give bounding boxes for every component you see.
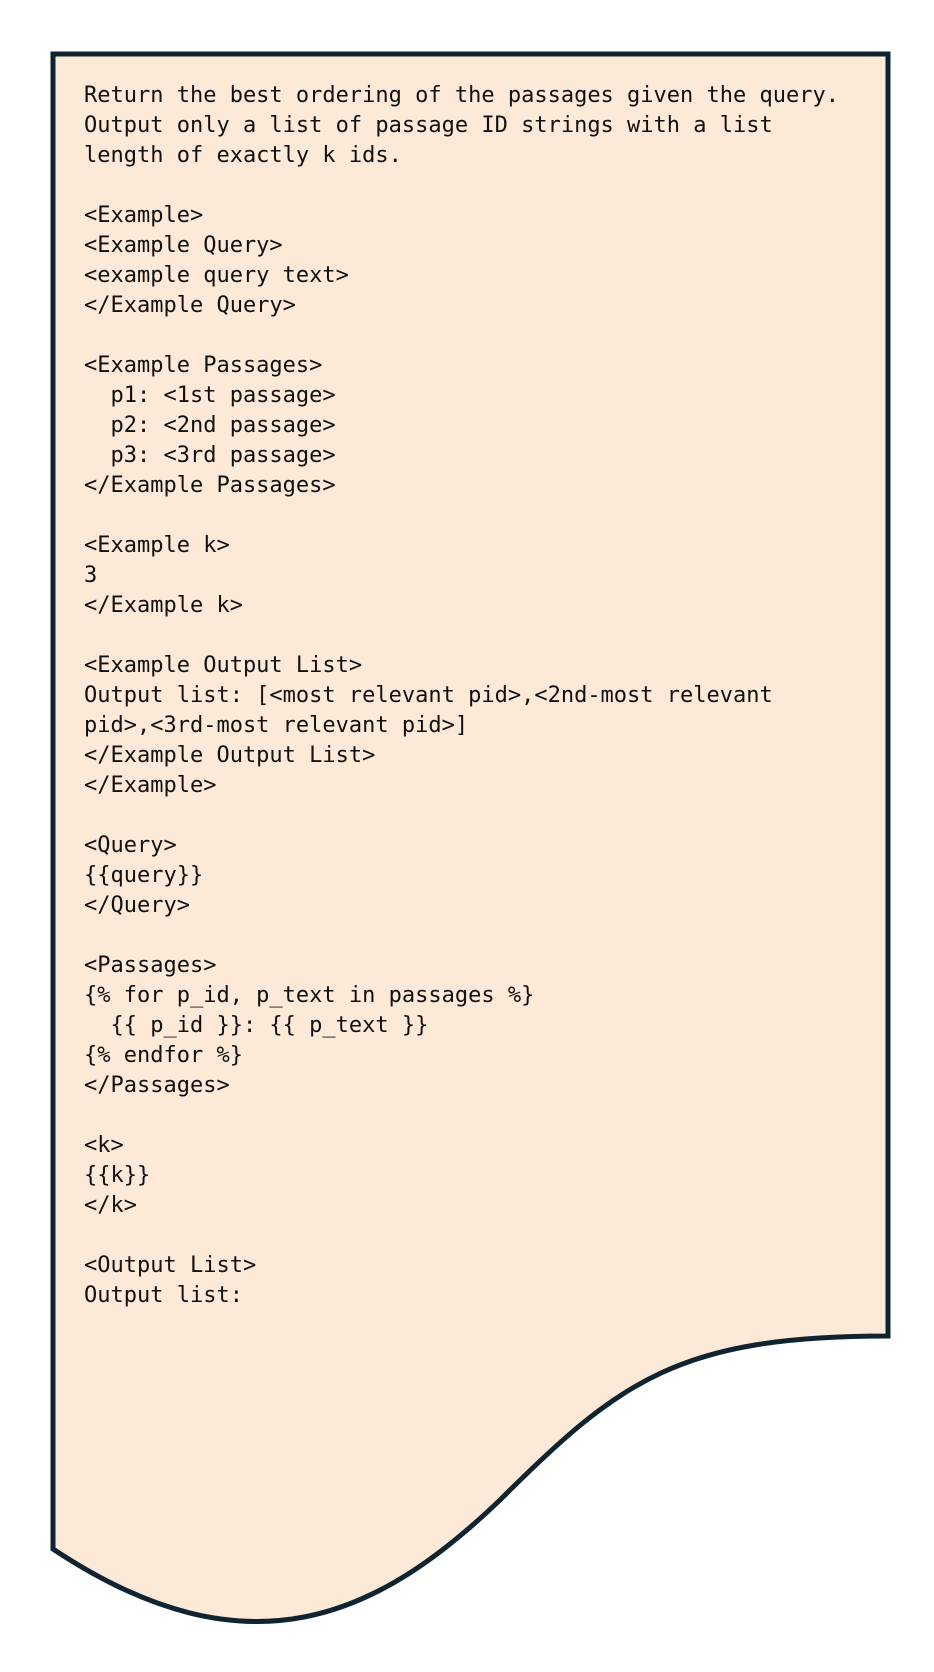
prompt-line: <Output List>: [84, 1253, 257, 1278]
prompt-line: <Example Query>: [84, 233, 283, 258]
prompt-line: <Example Output List>: [84, 653, 363, 678]
prompt-line: <example query text>: [84, 263, 349, 288]
prompt-line: pid>,<3rd-most relevant pid>]: [84, 713, 469, 738]
prompt-line: </Example Output List>: [84, 743, 376, 768]
prompt-line: </Passages>: [84, 1073, 230, 1098]
prompt-line: </Example Passages>: [84, 473, 336, 498]
document-outline: [50, 51, 891, 1624]
prompt-line: <Example k>: [84, 533, 230, 558]
prompt-line: </Example>: [84, 773, 217, 798]
prompt-line: <Query>: [84, 833, 177, 858]
prompt-line: {{query}}: [84, 863, 204, 888]
prompt-line: [84, 171, 874, 201]
prompt-line: Output list: [<most relevant pid>,<2nd-m…: [84, 683, 773, 708]
prompt-line: [84, 921, 874, 951]
prompt-line: p1: <1st passage>: [84, 383, 336, 408]
prompt-line: {% for p_id, p_text in passages %}: [84, 983, 535, 1008]
prompt-line: {{k}}: [84, 1163, 151, 1188]
prompt-line: [84, 1101, 874, 1131]
prompt-line: p3: <3rd passage>: [84, 443, 336, 468]
prompt-line: Output list:: [84, 1283, 243, 1308]
prompt-line: <Example Passages>: [84, 353, 323, 378]
prompt-line: <Passages>: [84, 953, 217, 978]
prompt-line: p2: <2nd passage>: [84, 413, 336, 438]
prompt-line: [84, 621, 874, 651]
prompt-line: </k>: [84, 1193, 137, 1218]
prompt-line: 3: [84, 563, 98, 588]
prompt-template-text: Return the best ordering of the passages…: [84, 81, 874, 1311]
prompt-line: <Example>: [84, 203, 204, 228]
prompt-line: <k>: [84, 1133, 124, 1158]
prompt-line: [84, 501, 874, 531]
prompt-line: </Query>: [84, 893, 190, 918]
prompt-line: {{ p_id }}: {{ p_text }}: [84, 1013, 429, 1038]
prompt-line: </Example Query>: [84, 293, 296, 318]
prompt-line: {% endfor %}: [84, 1043, 243, 1068]
prompt-line: [84, 321, 874, 351]
prompt-line: [84, 801, 874, 831]
prompt-line: Output only a list of passage ID strings…: [84, 113, 773, 138]
prompt-line: Return the best ordering of the passages…: [84, 83, 839, 108]
prompt-line: length of exactly k ids.: [84, 143, 402, 168]
prompt-line: [84, 1221, 874, 1251]
prompt-line: </Example k>: [84, 593, 243, 618]
